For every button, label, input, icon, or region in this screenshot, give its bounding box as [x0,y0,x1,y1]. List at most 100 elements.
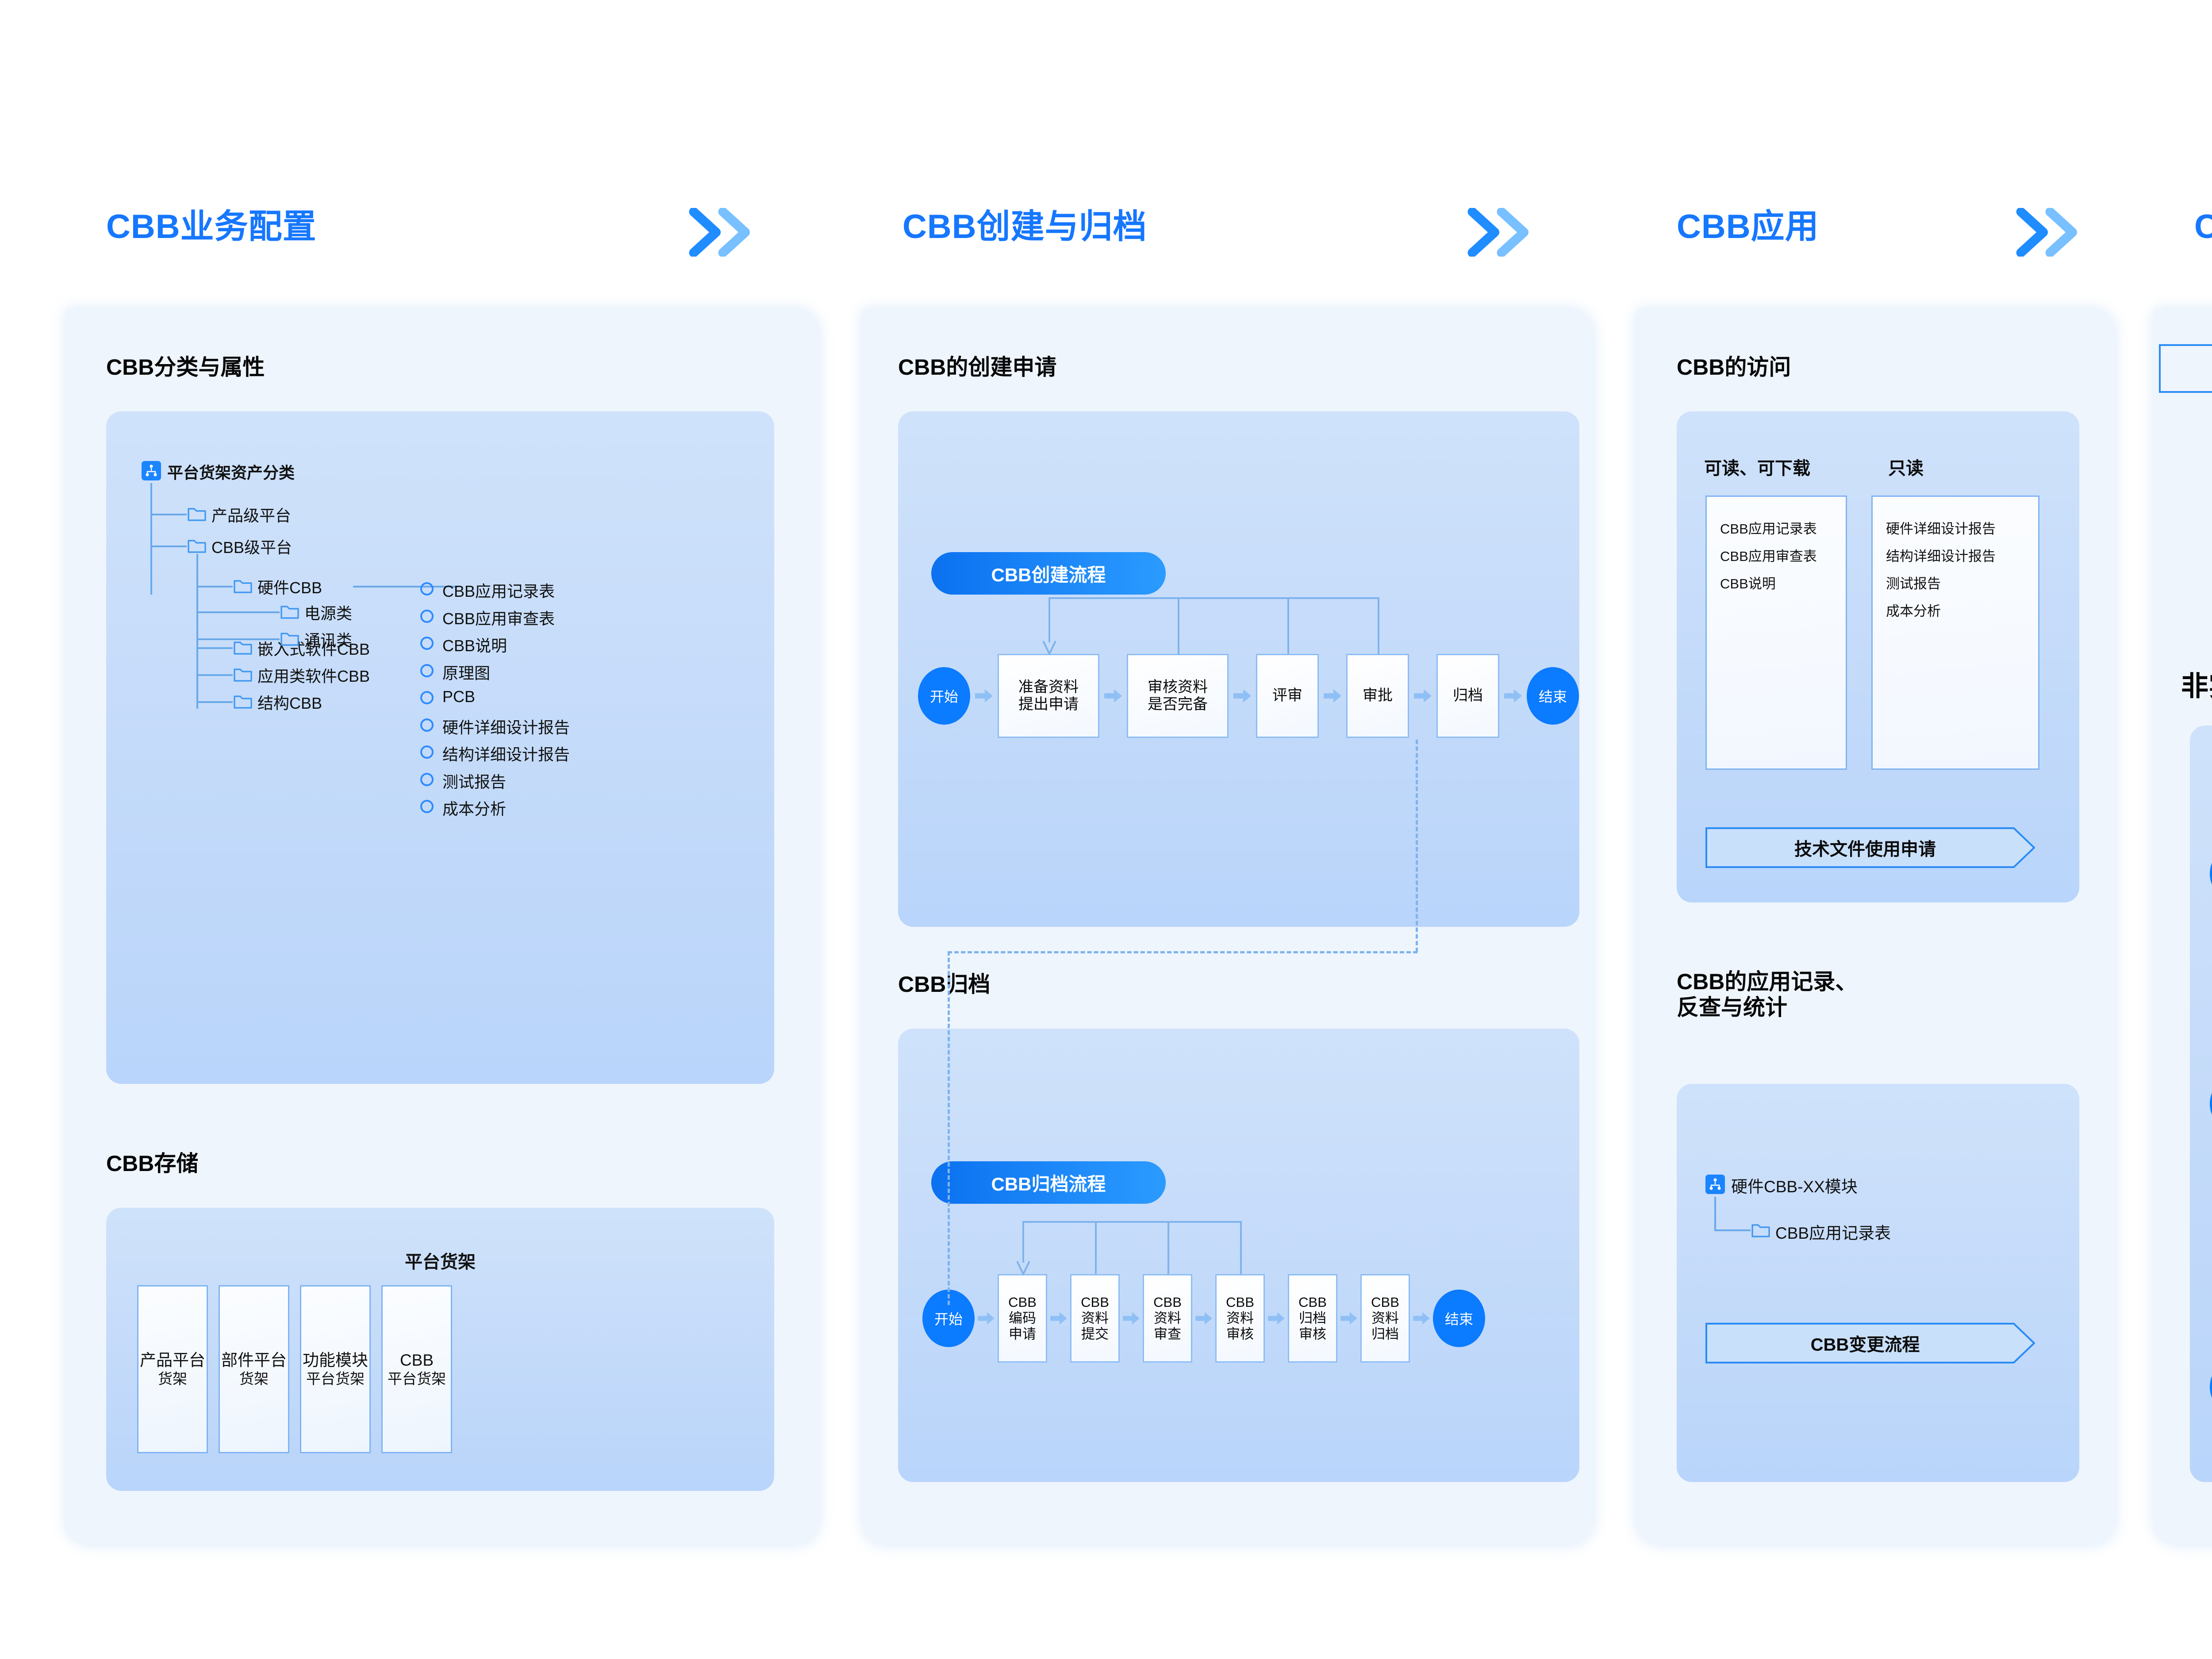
attribute-bullet-5 [420,718,434,732]
storage-box-2-line1: 功能模块 [303,1351,368,1370]
tree-node-l2-2: 应用类软件CBB [257,667,370,685]
cbb-archive-flow-step-1[interactable]: CBB 资料 提交 [1070,1274,1120,1363]
folder-icon [280,604,299,619]
storage-box-0[interactable]: 产品平台货架 [137,1285,208,1453]
cbb-archive-flow-step-5[interactable]: CBB 资料 归档 [1360,1274,1410,1363]
chevron-double-right-icon [2013,208,2102,257]
storage-box-1-line2: 货架 [239,1371,269,1387]
cbb-create-flow-step-0[interactable]: 准备资料 提出申请 [998,654,1099,738]
cbb-change-archive-flow-start: 开始 [2210,1360,2212,1413]
nonentity-change-heading: 非实体类CBB变更 [2181,671,2212,702]
records-root-label: 硬件CBB-XX模块 [1731,1178,1858,1196]
cbb-change-flow-banner[interactable]: CBB变更流程 [1705,1323,2035,1363]
attribute-label-3: 原理图 [442,664,491,682]
tree-trunk-1 [150,483,152,595]
attribute-label-4: PCB [442,687,476,706]
cbb-create-flow-loop-drop-2 [1378,597,1379,654]
cbb-upgrade-flow-start: 开始 [2210,847,2212,900]
cbb-records-card [1677,1084,2079,1482]
cbb-create-flow-step-3[interactable]: 审批 [1346,654,1409,738]
access-col-1-header: 可读、可下载 [1704,459,1810,478]
attribute-label-1: CBB应用审查表 [442,609,555,628]
cbb-archive-flow-pill[interactable]: CBB归档流程 [931,1161,1166,1204]
tree-node-l3-1: 通讯类 [304,631,353,649]
flow-arrow-icon [1413,1311,1430,1328]
cbb-archive-flow-step-0[interactable]: CBB 编码 申请 [998,1274,1047,1363]
flow-arrow-icon [1122,1311,1140,1328]
storage-box-3-line2: 平台货架 [388,1371,446,1387]
flow-arrow-icon [1504,688,1522,706]
create-archive-dash-v2 [948,951,950,1305]
attribute-label-8: 成本分析 [442,800,507,818]
access-col-2-box[interactable]: 硬件详细设计报告结构详细设计报告测试报告成本分析 [1871,495,2039,770]
tree-node-l3-0: 电源类 [304,604,353,622]
attribute-label-6: 结构详细设计报告 [442,745,570,764]
attribute-bullet-6 [420,745,434,759]
attribute-bullet-7 [420,772,434,786]
access-col-2-header: 只读 [1888,459,1924,478]
cbb-create-flow-pill[interactable]: CBB创建流程 [931,552,1166,595]
folder-icon [280,631,299,646]
panel-2-section-2-heading: CBB归档 [898,972,991,997]
storage-box-0-line2: 货架 [158,1371,187,1387]
storage-box-1-line1: 部件平台 [221,1351,287,1370]
folder-icon [234,667,252,682]
tree-branch-l1-1 [150,545,187,547]
chevron-double-right-icon [686,208,775,257]
attribute-bullet-1 [420,609,434,623]
attribute-label-2: CBB说明 [442,637,507,655]
nonentity-change-card [2190,726,2212,1482]
attribute-bullet-3 [420,664,434,677]
tech-doc-use-application-banner-label: 技术文件使用申请 [1794,840,1936,859]
tree-branch-l2-0 [196,586,233,588]
attribute-bullet-8 [420,800,434,813]
tree-node-l2-0: 硬件CBB [257,579,323,597]
cbb-archive-flow-loop-drop-1 [1167,1221,1169,1274]
tech-doc-use-application-banner[interactable]: 技术文件使用申请 [1705,827,2035,868]
cbb-archive-flow-step-2[interactable]: CBB 资料 审查 [1143,1274,1192,1363]
folder-icon [188,507,206,522]
storage-box-2[interactable]: 功能模块平台货架 [300,1285,371,1453]
access-col-2-item-2: 测试报告 [1886,576,1941,591]
tree-trunk-3 [196,602,198,641]
cbb-create-flow-start: 开始 [918,667,970,725]
cbb-archive-flow-step-4[interactable]: CBB 归档 审核 [1288,1274,1337,1363]
cbb-archive-flow-step-3[interactable]: CBB 资料 审核 [1215,1274,1265,1363]
cbb-archive-flow-loop-drop-0 [1095,1221,1097,1274]
attribute-label-5: 硬件详细设计报告 [442,718,570,737]
cbb-change-flow-banner-label: CBB变更流程 [1810,1335,1920,1355]
storage-box-1[interactable]: 部件平台货架 [219,1285,289,1453]
cbb-archive-flow-loop-return [1022,1221,1024,1263]
tree-branch-l3-1 [196,638,280,640]
storage-box-0-line1: 产品平台 [140,1351,205,1370]
tree-node-l2-3: 结构CBB [257,694,323,712]
access-col-2-item-0: 硬件详细设计报告 [1886,521,1996,537]
cbb-problem-report-hex[interactable]: CBB问题报告 [2159,344,2212,393]
cbb-create-flow-step-4[interactable]: 归档 [1436,654,1499,738]
hierarchy-icon [142,461,161,480]
panel-2-title: CBB创建与归档 [902,208,1147,246]
panel-1-section-1-heading: CBB分类与属性 [106,355,265,380]
panel-3-section-1-heading: CBB的访问 [1677,355,1791,380]
folder-icon [234,579,252,594]
folder-icon [1751,1223,1770,1238]
flow-arrow-icon [975,688,993,706]
tree-node-l2-1: 嵌入式软件CBB [257,640,370,658]
panel-4-title: CBB变更 [2194,208,2212,246]
cbb-create-flow-step-1[interactable]: 审核资料 是否完备 [1127,654,1229,738]
access-col-1-item-1: CBB应用审查表 [1720,549,1817,564]
tree-node-l1-1: CBB级平台 [211,538,292,557]
panel-3-title: CBB应用 [1677,208,1819,246]
tree-branch-l2-3 [196,701,233,703]
panel-1-section-2-heading: CBB存储 [106,1151,199,1176]
cbb-create-flow-step-2[interactable]: 评审 [1256,654,1319,738]
hierarchy-icon [1705,1175,1725,1194]
flow-arrow-icon [1267,1311,1285,1328]
chevron-double-right-icon [1464,208,1554,257]
attribute-bullet-2 [420,637,434,650]
tree-node-l1-0: 产品级平台 [211,507,292,525]
access-col-2-item-3: 成本分析 [1886,603,1941,619]
cbb-create-flow-loop-return [1048,597,1050,642]
